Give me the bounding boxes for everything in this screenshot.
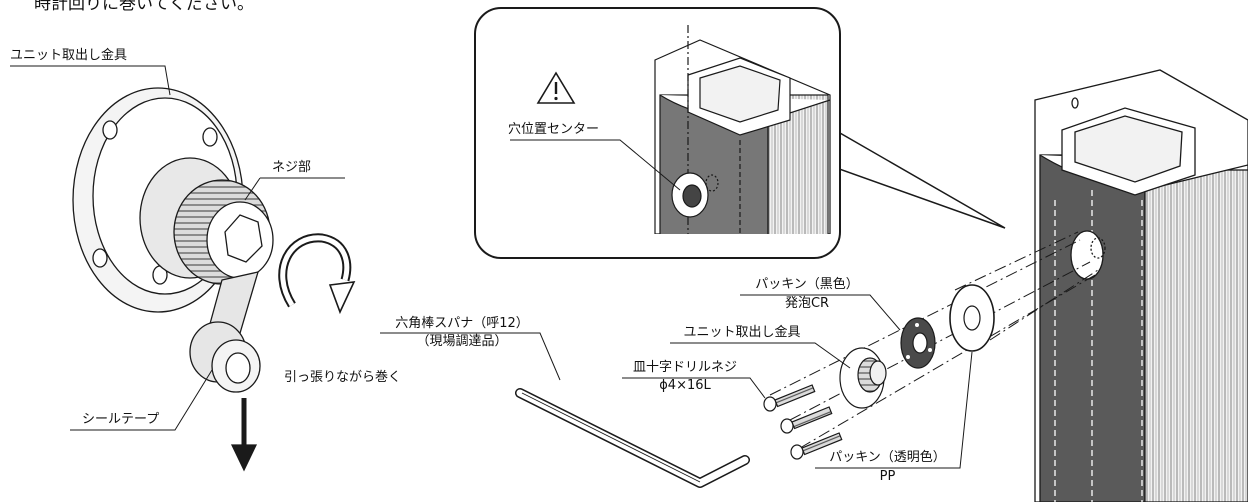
label-packing-black-2: 発泡CR (784, 296, 830, 311)
warning-triangle-icon (536, 71, 576, 104)
drill-screw (780, 406, 833, 434)
drill-screw (790, 432, 843, 460)
post-side-face (1144, 169, 1248, 502)
label-packing-clear-1: パッキン（透明色） (829, 450, 946, 465)
label-unit-bracket-right: ユニット取出し金具 (683, 325, 801, 340)
label-wind-instruction: 引っ張りながら巻く (284, 370, 402, 385)
flange-hole (102, 120, 118, 140)
exploded-parts (515, 231, 1099, 488)
right-leaders (380, 294, 973, 469)
flange-hole (202, 127, 218, 147)
label-hole-center: 穴位置センター (508, 122, 600, 137)
label-packing-black-1: パッキン（黒色） (755, 277, 859, 292)
intro-text: 時計回りに巻いてください。 (34, 0, 254, 14)
label-hex-wrench-2: （現場調達品） (416, 334, 508, 349)
label-screw-1: 皿十字ドリルネジ (632, 360, 737, 375)
label-seal-tape: シールテープ (82, 412, 160, 427)
label-packing-clear-2: PP (879, 469, 896, 484)
label-thread: ネジ部 (272, 160, 312, 175)
label-hex-wrench-1: 六角棒スパナ（呼12） (395, 316, 529, 331)
detail-callout (474, 7, 1006, 259)
pull-arrow-icon (230, 444, 258, 472)
label-unit-bracket-left: ユニット取出し金具 (10, 48, 128, 63)
flange-hole (92, 248, 108, 268)
hex-socket (224, 214, 263, 263)
drill-screw (763, 384, 816, 412)
post-front-face (1039, 154, 1146, 502)
left-assembly-illustration (72, 87, 356, 472)
label-screw-2: ϕ4×16L (659, 378, 711, 393)
post-illustration (1034, 69, 1248, 502)
left-leaders (10, 65, 345, 431)
